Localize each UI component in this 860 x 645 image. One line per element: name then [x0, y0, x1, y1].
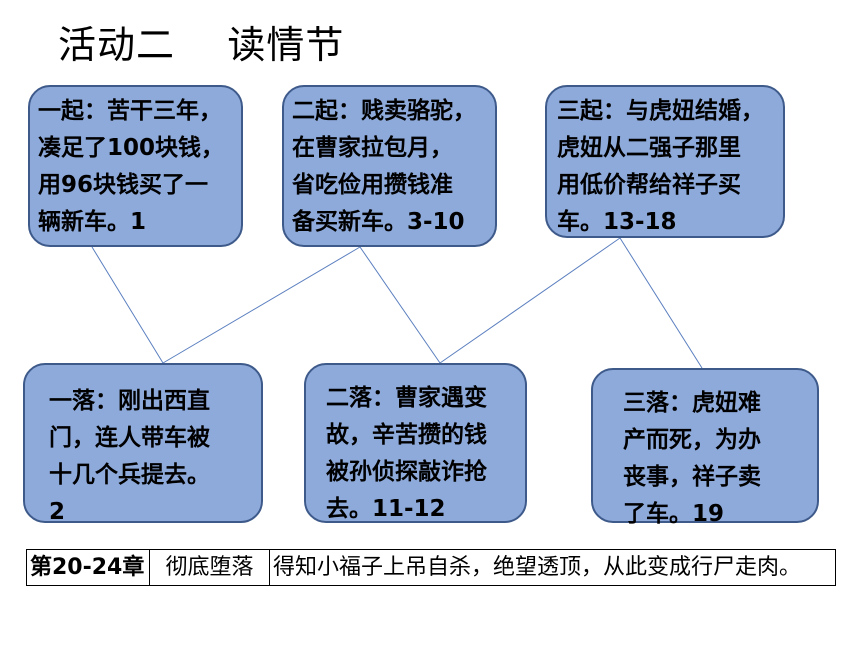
fall-box-2: 二落：曹家遇变 故，辛苦攒的钱 被孙侦探敲诈抢 去。11-12 [304, 363, 527, 523]
page-title: 活动二 读情节 [58, 23, 345, 67]
rise-box-3: 三起：与虎妞结婚， 虎妞从二强子那里 用低价帮给祥子买 车。13-18 [545, 85, 785, 238]
summary-table: 第20-24章 彻底堕落 得知小福子上吊自杀，绝望透顶，从此变成行尸走肉。 [26, 549, 836, 586]
fall-box-3: 三落：虎妞难 产而死，为办 丧事，祥子卖 了车。19 [591, 368, 819, 527]
rise-box-2: 二起：贱卖骆驼， 在曹家拉包月， 省吃俭用攒钱准 备买新车。3-10 [282, 85, 497, 247]
connector-rise3-fall2 [439, 237, 621, 364]
connector-rise3-fall3 [619, 237, 703, 369]
connector-rise2-fall1 [162, 246, 361, 364]
description-cell: 得知小福子上吊自杀，绝望透顶，从此变成行尸走肉。 [269, 549, 836, 586]
table-row: 第20-24章 彻底堕落 得知小福子上吊自杀，绝望透顶，从此变成行尸走肉。 [26, 549, 836, 586]
rise-box-1: 一起：苦干三年， 凑足了100块钱， 用96块钱买了一 辆新车。1 [28, 85, 243, 247]
chapter-cell: 第20-24章 [26, 549, 150, 586]
connector-rise2-fall2 [359, 246, 441, 364]
stage-cell: 彻底堕落 [149, 549, 270, 586]
fall-box-1: 一落：刚出西直 门，连人带车被 十几个兵提去。 2 [23, 363, 263, 525]
connector-rise1-fall1 [91, 246, 164, 364]
